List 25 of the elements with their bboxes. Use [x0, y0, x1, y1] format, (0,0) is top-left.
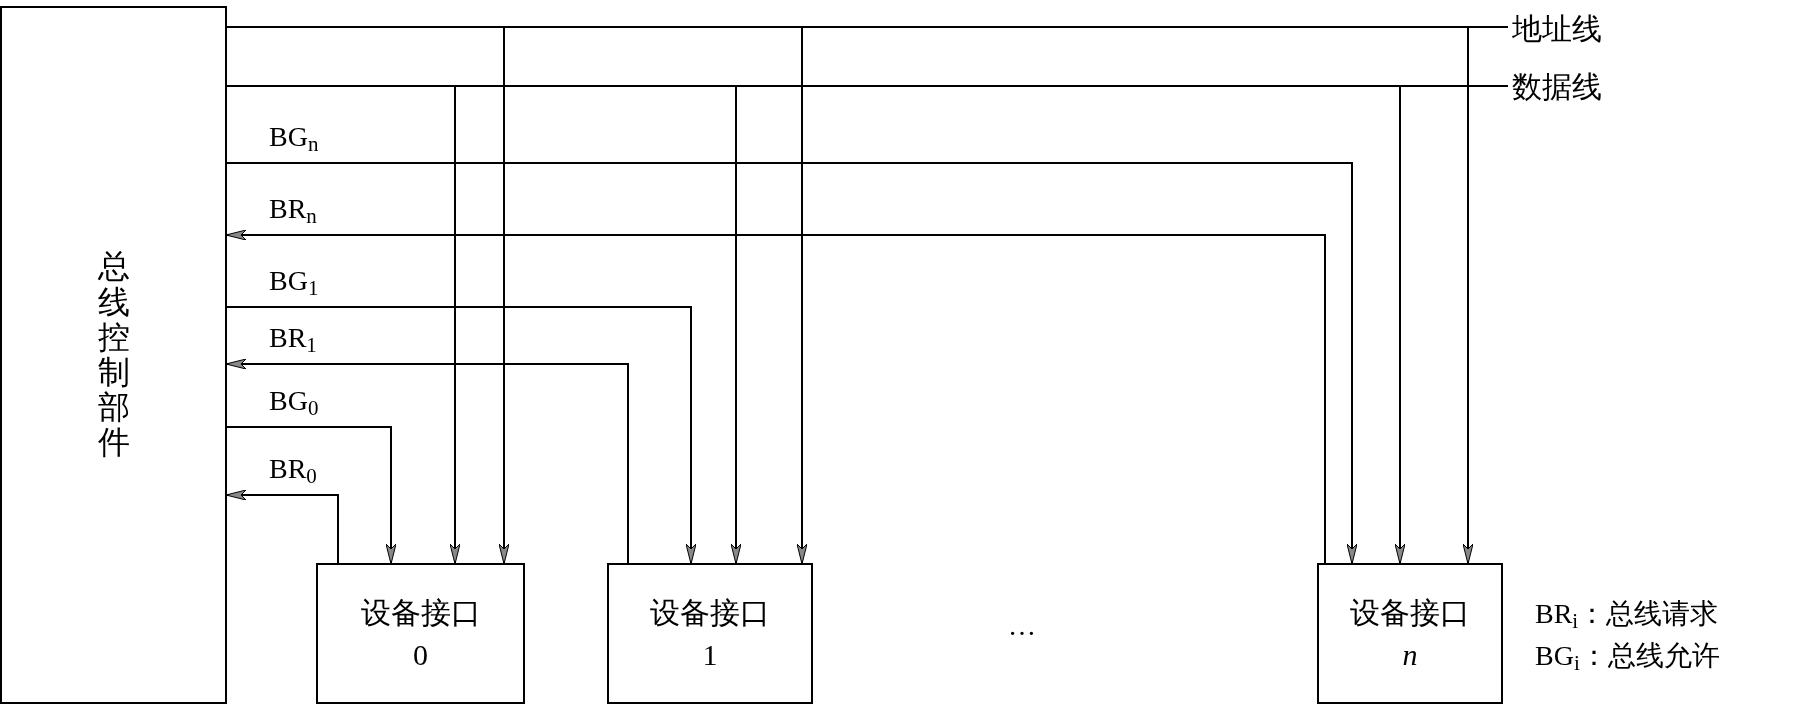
controller-box: [0, 6, 227, 704]
arrow: [226, 426, 397, 565]
edge-label: BR$_{1}$: [269, 324, 317, 352]
box-label: 设备接口: [360, 597, 481, 628]
arrow: [226, 162, 1358, 565]
box-label: 设备接口: [650, 597, 770, 628]
bus-line-label: 数据线: [1512, 66, 1622, 106]
box-label: 1: [702, 639, 718, 670]
box-label: 0: [413, 639, 428, 670]
device-interface-box: [1317, 563, 1503, 704]
edge-label: BG$_{n}$: [269, 123, 319, 151]
device-interface-box: [316, 563, 525, 704]
edge-label: BR$_{0}$: [269, 455, 317, 483]
edge-label: BR$_{n}$: [269, 195, 317, 223]
box-label: n: [1402, 639, 1418, 670]
box-label: 设备接口: [1350, 597, 1470, 628]
edge-label: BG$_{0}$: [269, 387, 319, 415]
legend-note: BR$_{i}$：总线请求: [1535, 600, 1719, 628]
device-interface-box: [607, 563, 813, 704]
box-label: 总线控制部件: [97, 249, 130, 461]
edge-label: BG$_{1}$: [269, 267, 319, 295]
arrow: [226, 306, 697, 565]
bus-line-label: 地址线: [1512, 8, 1622, 48]
ellipsis: …: [1008, 612, 1036, 640]
legend-note: BG$_{i}$：总线允许: [1535, 642, 1720, 670]
